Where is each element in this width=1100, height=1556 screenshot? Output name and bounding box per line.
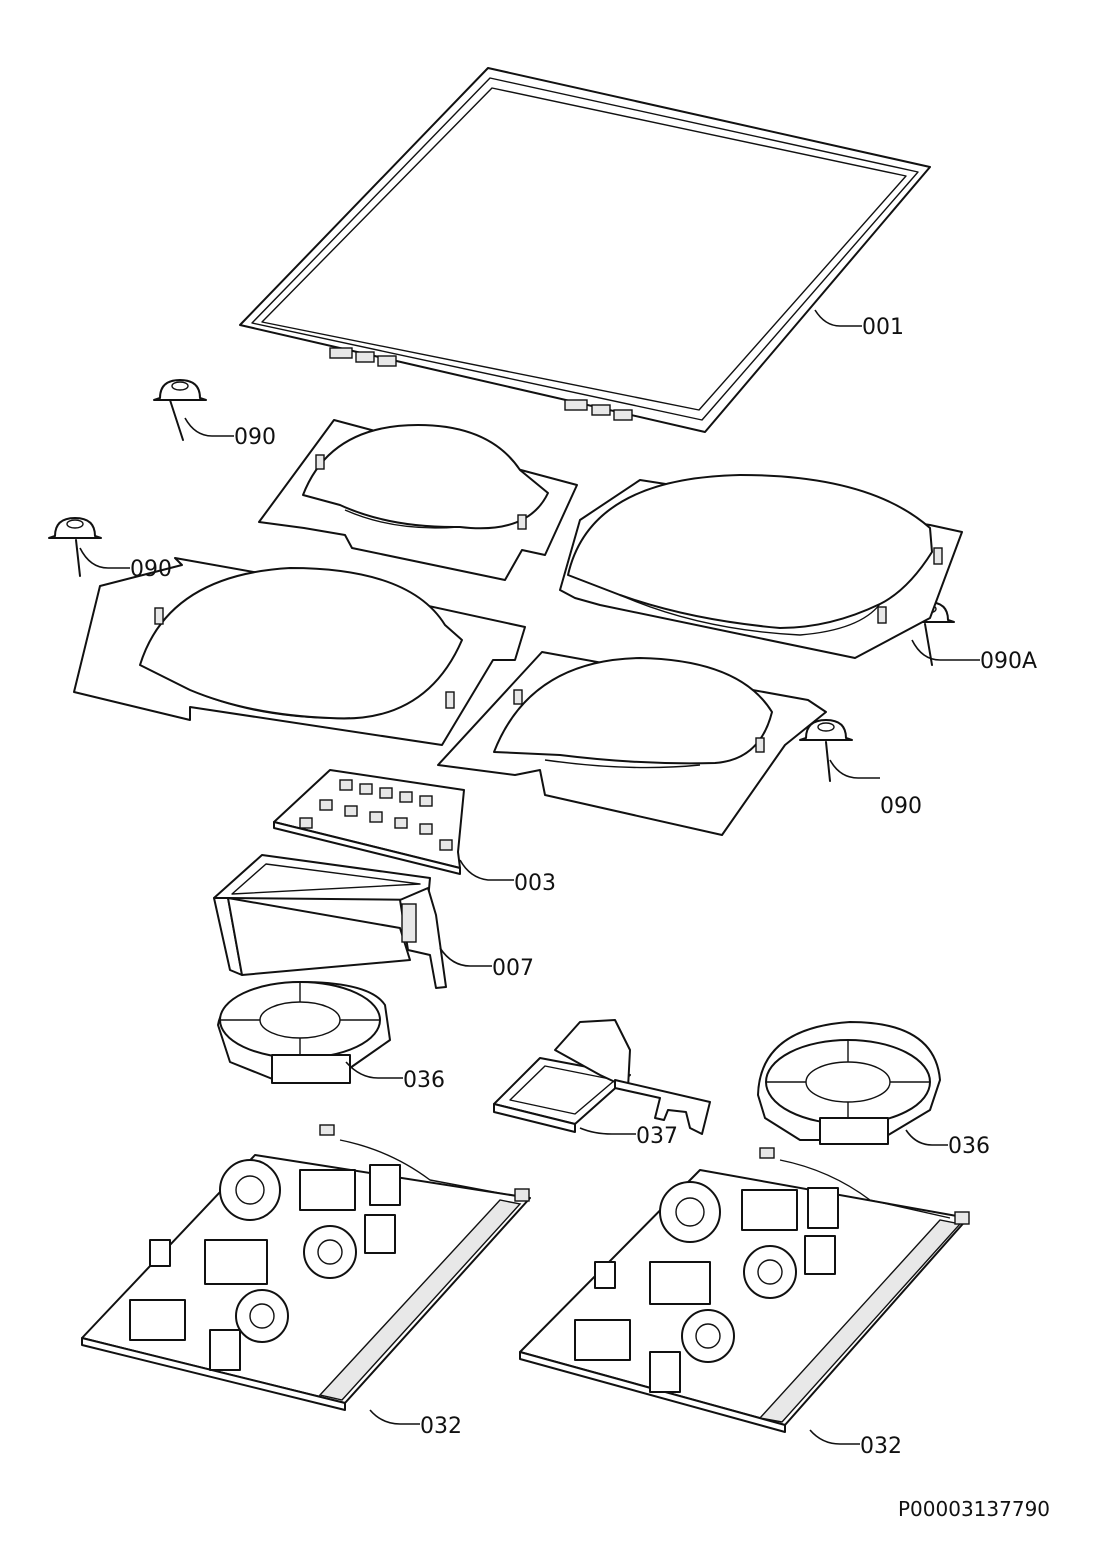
- label-003: 003: [514, 871, 556, 896]
- part-power-board-032-right: [519, 1147, 970, 1433]
- part-cap-090-a: [153, 379, 207, 441]
- part-coil-plate-top-right: [559, 474, 963, 659]
- part-bracket-037: [493, 1019, 711, 1135]
- label-090-c: 090: [880, 794, 922, 819]
- part-fan-036-right: [757, 1021, 941, 1145]
- part-coil-plate-top-left: [258, 419, 578, 581]
- part-cap-090-c: [799, 719, 853, 782]
- part-coil-plate-bottom-left: [73, 557, 526, 746]
- part-fan-036-left: [217, 981, 391, 1084]
- label-036-left: 036: [403, 1068, 445, 1093]
- label-032-left: 032: [420, 1414, 462, 1439]
- label-032-right: 032: [860, 1434, 902, 1459]
- label-007: 007: [492, 956, 534, 981]
- part-board-holder-007: [213, 854, 447, 989]
- leader-lines: [79, 309, 980, 1445]
- label-001: 001: [862, 315, 904, 340]
- part-cap-090-b: [48, 517, 102, 577]
- label-090a: 090A: [980, 649, 1037, 674]
- label-037: 037: [636, 1124, 678, 1149]
- label-090-b: 090: [130, 557, 172, 582]
- part-frame-001: [239, 67, 931, 433]
- label-090-a: 090: [234, 425, 276, 450]
- label-036-right: 036: [948, 1134, 990, 1159]
- part-coil-plate-bottom-right: [437, 651, 827, 836]
- part-control-board-003: [273, 769, 465, 875]
- part-power-board-032-left: [81, 1124, 531, 1411]
- document-id: P00003137790: [898, 1497, 1050, 1521]
